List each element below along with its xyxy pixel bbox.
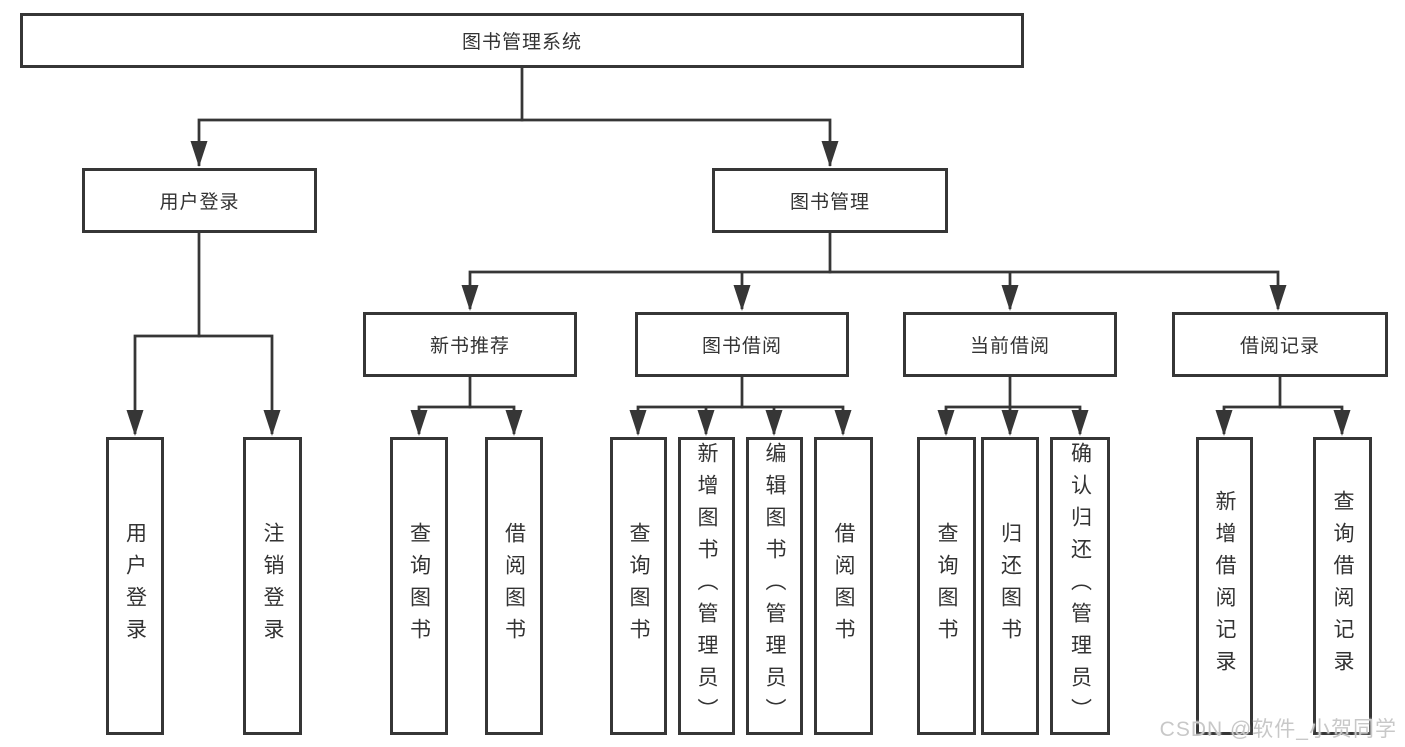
node-borrow-records: 借阅记录 — [1172, 312, 1388, 377]
node-new-book-recommend: 新书推荐 — [363, 312, 577, 377]
leaf-bb-add-books-admin: 新增图书（管理员） — [678, 437, 735, 735]
leaf-user-login: 用户登录 — [106, 437, 164, 735]
node-current-borrow: 当前借阅 — [903, 312, 1117, 377]
leaf-nbr-borrow-books-label: 借阅图书 — [502, 522, 526, 650]
leaf-br-query-record-label: 查询借阅记录 — [1331, 490, 1354, 682]
leaf-cb-confirm-return-admin: 确认归还（管理员） — [1050, 437, 1110, 735]
leaf-bb-edit-books-admin: 编辑图书（管理员） — [746, 437, 803, 735]
leaf-nbr-query-books-label: 查询图书 — [407, 522, 431, 650]
leaf-bb-borrow-books-label: 借阅图书 — [832, 522, 855, 650]
node-borrow-records-label: 借阅记录 — [1239, 336, 1320, 357]
node-root: 图书管理系统 — [20, 13, 1024, 68]
leaf-bb-query-books-label: 查询图书 — [627, 522, 650, 650]
node-current-borrow-label: 当前借阅 — [969, 336, 1050, 357]
leaf-user-login-label: 用户登录 — [123, 522, 147, 650]
leaf-logout: 注销登录 — [243, 437, 302, 735]
leaf-cb-query-books-label: 查询图书 — [935, 522, 958, 650]
leaf-cb-query-books: 查询图书 — [917, 437, 976, 735]
leaf-br-add-record-label: 新增借阅记录 — [1213, 490, 1236, 682]
node-book-borrow-label: 图书借阅 — [701, 336, 782, 357]
node-book-management-label: 图书管理 — [789, 192, 870, 213]
leaf-logout-label: 注销登录 — [261, 522, 284, 650]
leaf-nbr-query-books: 查询图书 — [390, 437, 448, 735]
leaf-bb-borrow-books: 借阅图书 — [814, 437, 873, 735]
node-book-management: 图书管理 — [712, 168, 948, 233]
leaf-bb-add-books-admin-label: 新增图书（管理员） — [695, 442, 718, 730]
leaf-cb-confirm-return-admin-label: 确认归还（管理员） — [1068, 442, 1092, 730]
node-user-login: 用户登录 — [82, 168, 317, 233]
watermark: CSDN @软件_小贺同学 — [1159, 718, 1397, 741]
node-root-label: 图书管理系统 — [461, 32, 582, 53]
leaf-br-query-record: 查询借阅记录 — [1313, 437, 1372, 735]
leaf-cb-return-books-label: 归还图书 — [998, 522, 1022, 650]
leaf-bb-edit-books-admin-label: 编辑图书（管理员） — [763, 442, 786, 730]
leaf-br-add-record: 新增借阅记录 — [1196, 437, 1253, 735]
leaf-bb-query-books: 查询图书 — [610, 437, 667, 735]
leaf-cb-return-books: 归还图书 — [981, 437, 1039, 735]
leaf-nbr-borrow-books: 借阅图书 — [485, 437, 543, 735]
node-user-login-label: 用户登录 — [159, 192, 240, 213]
node-new-book-recommend-label: 新书推荐 — [429, 336, 510, 357]
node-book-borrow: 图书借阅 — [635, 312, 849, 377]
